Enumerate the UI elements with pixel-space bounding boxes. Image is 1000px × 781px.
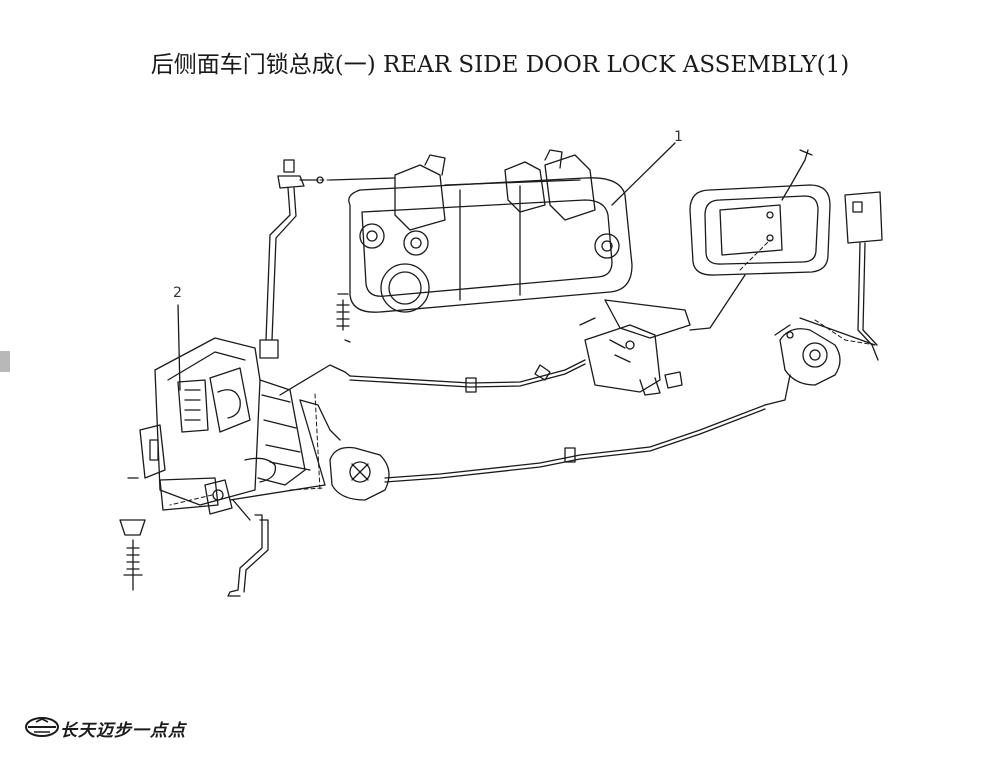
callout-2: 2 [173,285,182,301]
lock-knob-rod [799,191,883,361]
lock-actuator [764,324,841,406]
inside-handle-cable [279,359,586,396]
callout-1: 1 [674,129,683,145]
great-wall-logo-icon [25,717,59,737]
outside-handle-assembly [329,149,633,343]
side-tab [0,351,10,372]
inside-handle-bellcrank [579,274,746,396]
page-title: 后侧面车门锁总成(一) REAR SIDE DOOR LOCK ASSEMBLY… [150,52,850,78]
long-lock-rod [384,404,766,483]
door-latch-assembly [119,337,326,591]
footer-brand-text: 长天迈步一点点 [60,721,186,741]
callout-1-leader [611,142,676,206]
lower-bent-rod [227,514,269,597]
inside-handle-bezel [689,149,831,276]
upper-linkage-rod [259,159,324,359]
lock-lever [299,399,390,501]
callout-2-leader [177,304,181,391]
